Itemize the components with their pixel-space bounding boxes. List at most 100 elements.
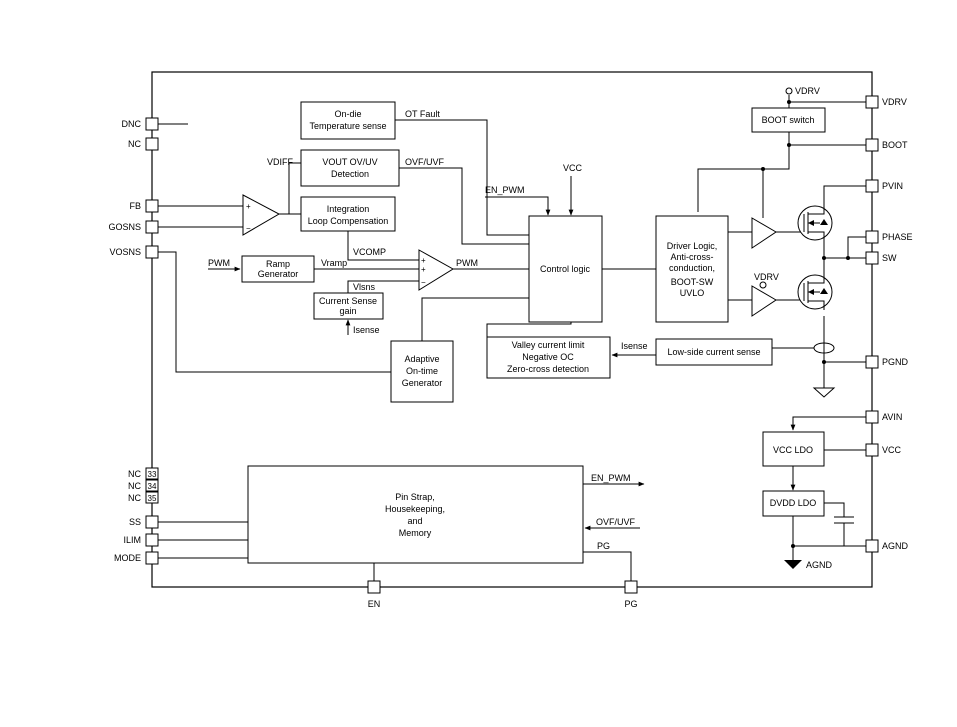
svg-text:Control logic: Control logic [540, 264, 591, 274]
label-phase: PHASE [882, 232, 913, 242]
current-sense-loop [813, 342, 835, 354]
pin-nc [145, 137, 159, 151]
svg-text:−: − [421, 278, 426, 287]
label-vdiff: VDIFF [267, 157, 294, 167]
pin-dnc [145, 117, 159, 131]
label-pwm-in: PWM [208, 258, 230, 268]
pin-number-33: 33 [148, 470, 157, 479]
pin-sw [865, 251, 879, 265]
pin-agnd [865, 539, 879, 553]
vdrv-terminal-top [785, 87, 793, 95]
label-isense-valley: Isense [621, 341, 648, 351]
pin-ilim [145, 533, 159, 547]
label-en: EN [368, 599, 381, 609]
svg-text:Memory: Memory [399, 528, 432, 538]
svg-text:+: + [421, 256, 426, 265]
high-side-mosfet-symbol [797, 205, 833, 241]
right-pins [865, 95, 879, 553]
label-pvin: PVIN [882, 181, 903, 191]
label-ot-fault: OT Fault [405, 109, 440, 119]
label-mode: MODE [114, 553, 141, 563]
svg-text:Anti-cross-: Anti-cross- [670, 252, 713, 262]
svg-text:BOOT switch: BOOT switch [762, 115, 815, 125]
svg-text:Detection: Detection [331, 169, 369, 179]
integration-block: Integration Loop Compensation [300, 196, 396, 232]
svg-text:Valley current limit: Valley current limit [512, 340, 585, 350]
svg-text:Adaptive: Adaptive [404, 354, 439, 364]
svg-text:Generator: Generator [258, 269, 299, 279]
vcc-ldo-block: VCC LDO [762, 431, 825, 467]
label-vosns: VOSNS [109, 247, 141, 257]
pin-nc-35 [145, 491, 159, 504]
pin-pg [624, 580, 638, 594]
wiring [158, 95, 866, 582]
pgnd-ground-symbol [812, 387, 836, 398]
low-side-mosfet-symbol [797, 274, 833, 310]
pin-number-35: 35 [148, 494, 157, 503]
svg-text:Housekeeping,: Housekeeping, [385, 504, 445, 514]
label-pg: PG [624, 599, 637, 609]
svg-text:Integration: Integration [327, 204, 370, 214]
svg-text:Loop Compensation: Loop Compensation [308, 216, 389, 226]
svg-text:On-time: On-time [406, 366, 438, 376]
svg-text:Low-side current sense: Low-side current sense [667, 347, 760, 357]
svg-text:and: and [407, 516, 422, 526]
svg-text:conduction,: conduction, [669, 263, 715, 273]
label-sw: SW [882, 253, 897, 263]
svg-text:Zero-cross detection: Zero-cross detection [507, 364, 589, 374]
pin-vosns [145, 245, 159, 259]
label-pgnd: PGND [882, 357, 909, 367]
left-pins [145, 117, 159, 565]
pin-mode [145, 551, 159, 565]
bottom-pins [367, 580, 638, 594]
bottom-pin-labels: EN PG [368, 599, 638, 609]
adaptive-ontime-block: Adaptive On-time Generator [390, 340, 454, 403]
label-nc-35: NC [128, 493, 141, 503]
label-pg-out: PG [597, 541, 610, 551]
svg-text:DVDD LDO: DVDD LDO [770, 498, 817, 508]
pin-ss [145, 515, 159, 529]
right-pin-labels: VDRV BOOT PVIN PHASE SW PGND AVIN VCC AG… [882, 97, 913, 551]
low-side-driver-symbol [751, 285, 777, 317]
label-pwm-out: PWM [456, 258, 478, 268]
svg-text:+: + [246, 202, 251, 211]
label-avin: AVIN [882, 412, 902, 422]
label-en-pwm-top: EN_PWM [485, 185, 525, 195]
label-nc: NC [128, 139, 141, 149]
current-sense-gain-block: Current Sense gain [313, 292, 384, 320]
label-dnc: DNC [122, 119, 142, 129]
diff-amplifier-symbol: + − [242, 194, 281, 236]
label-vdrv-low: VDRV [754, 272, 779, 282]
svg-text:Temperature sense: Temperature sense [309, 121, 386, 131]
agnd-ground-symbol [784, 560, 802, 569]
svg-text:+: + [421, 265, 426, 274]
label-vlsns: Vlsns [353, 282, 376, 292]
label-vcomp: VCOMP [353, 247, 386, 257]
svg-text:VOUT OV/UV: VOUT OV/UV [322, 157, 377, 167]
valley-current-limit-block: Valley current limit Negative OC Zero-cr… [486, 336, 611, 379]
control-logic-block: Control logic [528, 215, 603, 323]
pin-gosns [145, 220, 159, 234]
vdrv-terminal-low [759, 281, 767, 289]
pin-avin [865, 410, 879, 424]
pin-number-34: 34 [148, 482, 157, 491]
svg-text:gain: gain [339, 306, 356, 316]
pin-phase [865, 230, 879, 244]
label-boot: BOOT [882, 140, 908, 150]
temp-sense-block: On-die Temperature sense [300, 101, 396, 140]
svg-text:Pin Strap,: Pin Strap, [395, 492, 435, 502]
pin-pvin [865, 179, 879, 193]
svg-text:UVLO: UVLO [680, 288, 705, 298]
dvdd-capacitor-symbol [834, 516, 854, 524]
driver-logic-block: Driver Logic, Anti-cross- conduction, BO… [655, 215, 729, 323]
label-ovf-uvf-top: OVF/UVF [405, 157, 445, 167]
pin-strap-block: Pin Strap, Housekeeping, and Memory [247, 465, 584, 564]
label-isense-gain: Isense [353, 325, 380, 335]
svg-text:Ramp: Ramp [266, 259, 290, 269]
label-vcc-top: VCC [563, 163, 583, 173]
high-side-driver-symbol [751, 217, 777, 249]
pin-vdrv [865, 95, 879, 109]
svg-text:Current Sense: Current Sense [319, 296, 377, 306]
pin-nc-33 [145, 467, 159, 480]
